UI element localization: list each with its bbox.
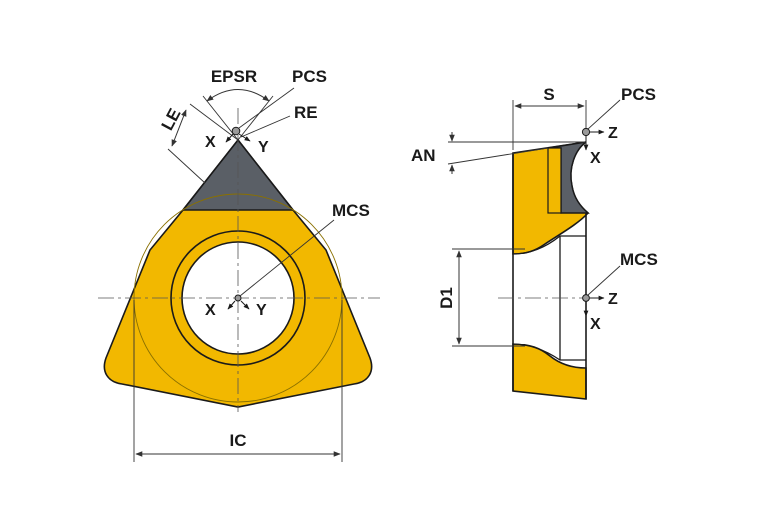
side-mcs-z-label: Z [608, 291, 618, 308]
side-pcs-label: PCS [621, 85, 656, 104]
re-label: RE [294, 103, 318, 122]
side-mcs-label: MCS [620, 250, 658, 269]
s-label: S [543, 85, 554, 104]
epsr-label: EPSR [211, 67, 257, 86]
an-line-angled [447, 147, 549, 165]
mcs-x-label: X [205, 302, 216, 319]
pcs-y-label: Y [258, 139, 269, 156]
pcs-leader [238, 87, 295, 129]
epsr-edge-right [237, 95, 274, 141]
le-extension-2 [167, 148, 206, 184]
side-mcs-leader [587, 265, 621, 296]
le-label: LE [158, 105, 185, 133]
mcs-leader [239, 219, 335, 297]
pcs-x-arrow [225, 133, 234, 143]
mcs-y-label: Y [256, 302, 267, 319]
side-pcs-point [581, 127, 591, 137]
ic-label: IC [230, 431, 247, 450]
an-label: AN [411, 146, 436, 165]
pcs-y-arrow [238, 133, 251, 142]
side-pcs-z-label: Z [608, 125, 618, 142]
le-extension-1 [189, 103, 239, 141]
pcs-label: PCS [292, 67, 327, 86]
side-mcs-point [582, 294, 590, 302]
le-dimension-line [171, 109, 187, 147]
mcs-x-arrow [227, 300, 236, 310]
pcs-x-label: X [205, 134, 216, 151]
side-hole-section [513, 254, 586, 344]
mcs-y-arrow [240, 300, 250, 310]
d1-label: D1 [437, 287, 456, 309]
front-view: IC EPSR LE PCS RE X Y MCS X Y [98, 67, 380, 462]
side-body-bottom [512, 343, 587, 400]
re-leader [240, 115, 291, 138]
side-cutting-edge [547, 141, 590, 214]
side-view: S AN D1 PCS Z X MCS Z X [411, 85, 658, 400]
mcs-point [234, 294, 242, 302]
side-chipbreaker [547, 147, 562, 214]
pcs-point [231, 126, 241, 136]
side-pcs-leader [587, 99, 621, 130]
epsr-arc [206, 89, 270, 102]
side-mcs-x-label: X [590, 316, 601, 333]
side-pcs-x-label: X [590, 150, 601, 167]
mcs-label: MCS [332, 201, 370, 220]
